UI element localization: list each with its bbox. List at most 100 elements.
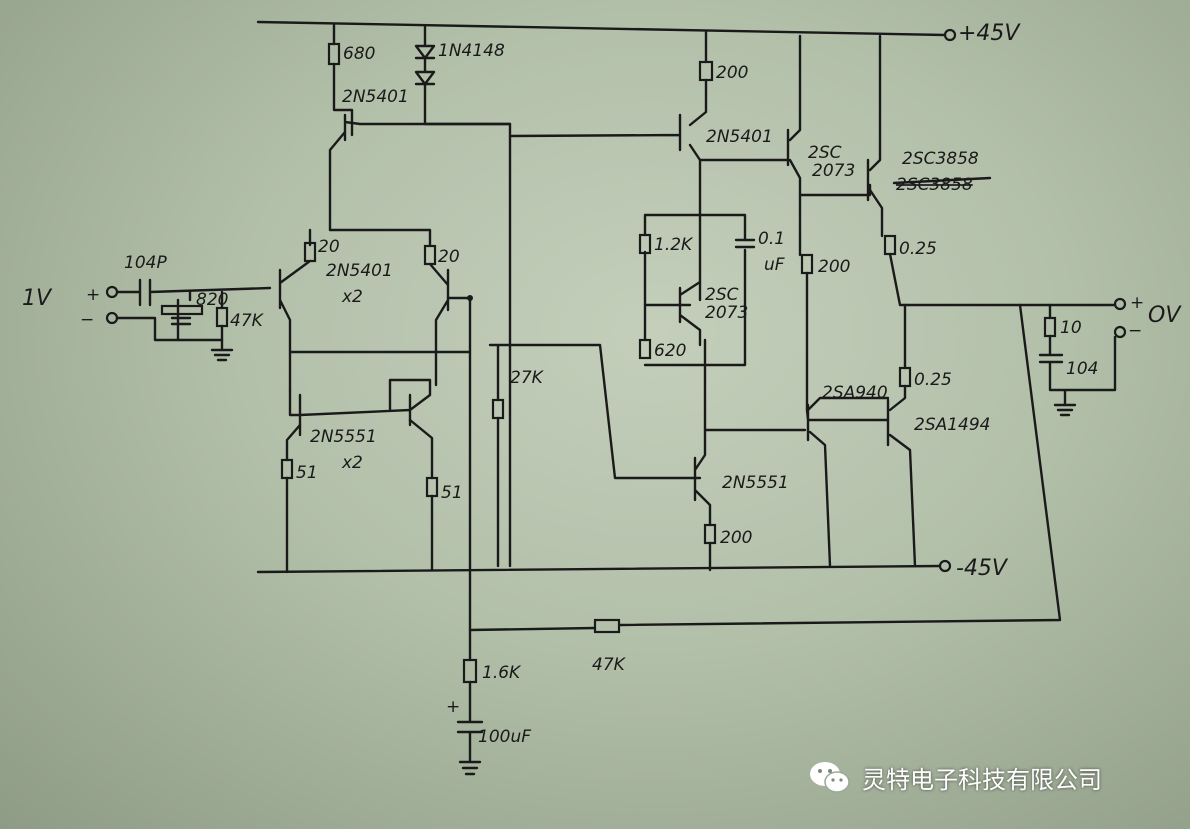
r025b-body bbox=[898, 366, 912, 388]
mirror-gnd bbox=[285, 476, 434, 574]
fb-main bbox=[468, 303, 1062, 632]
gnd-in bbox=[210, 348, 234, 362]
c01-label: 0.1 bbox=[758, 229, 785, 249]
vbe-box bbox=[643, 213, 747, 367]
q-out-pnp bbox=[886, 303, 917, 568]
c100u-body bbox=[456, 680, 484, 776]
c01-unit: uF bbox=[764, 255, 785, 275]
output-terminal-neg bbox=[1113, 325, 1127, 339]
positive-rail bbox=[256, 20, 947, 37]
r51a-label: 51 bbox=[296, 463, 318, 483]
r200-vas-body bbox=[703, 523, 717, 545]
node-diff bbox=[467, 295, 473, 301]
r12k-body bbox=[638, 233, 652, 255]
r20b-label: 20 bbox=[438, 247, 460, 267]
watermark: 灵特电子科技有限公司 bbox=[808, 757, 1102, 797]
out-node bbox=[888, 252, 1117, 307]
r27k-body bbox=[491, 398, 505, 420]
r680-body bbox=[327, 42, 341, 66]
mirror-wires bbox=[288, 350, 472, 437]
q-vbe-label: 2SC bbox=[705, 285, 739, 305]
q-mirror-count: x2 bbox=[341, 453, 363, 473]
c100u-plus: + bbox=[446, 697, 460, 717]
q-top-body bbox=[328, 113, 512, 232]
negative-rail bbox=[256, 564, 942, 574]
r20a-label: 20 bbox=[318, 237, 340, 257]
r47k-fb-label: 47K bbox=[592, 655, 627, 675]
q-diff-label: 2N5401 bbox=[326, 261, 393, 281]
r47k-fb-body bbox=[593, 618, 621, 634]
r620-body bbox=[638, 338, 652, 360]
negative-rail-label: -45V bbox=[956, 556, 1009, 581]
diode-1n4148 bbox=[414, 24, 436, 126]
r200-drv-body bbox=[800, 253, 814, 275]
q-diff-right bbox=[428, 262, 450, 387]
wechat-icon bbox=[810, 762, 850, 793]
q-drv-npn-label: 2SC bbox=[808, 143, 842, 163]
r200-top-label: 200 bbox=[716, 63, 748, 83]
c100u-label: 100uF bbox=[478, 727, 531, 747]
q-drv-npn bbox=[698, 34, 802, 257]
r200-vas-label: 200 bbox=[720, 528, 752, 548]
strike-line bbox=[892, 176, 992, 185]
r51b-body bbox=[425, 476, 439, 498]
negative-rail-terminal bbox=[938, 559, 952, 573]
q-out-npn-label: 2SC3858 bbox=[902, 149, 979, 169]
bias-bus bbox=[423, 122, 512, 568]
diff-out bbox=[446, 296, 472, 568]
wire-in-1 bbox=[115, 278, 272, 307]
input-label: 1V bbox=[22, 286, 53, 311]
output-plus: + bbox=[1130, 293, 1144, 313]
cap-in bbox=[170, 298, 192, 342]
c01-body bbox=[734, 238, 756, 249]
q-drv-npn-label2: 2073 bbox=[812, 161, 855, 181]
q-diff-left bbox=[278, 259, 312, 392]
output-label: OV bbox=[1148, 303, 1182, 328]
input-terminal-pos bbox=[105, 285, 119, 299]
c104-label: 104 bbox=[1066, 359, 1098, 379]
r10-label: 10 bbox=[1060, 318, 1082, 338]
input-minus: − bbox=[80, 310, 94, 330]
r16k-label: 1.6K bbox=[482, 663, 522, 683]
r820-body bbox=[160, 304, 204, 316]
drv-bias bbox=[798, 183, 872, 412]
q-top-label: 2N5401 bbox=[342, 87, 409, 107]
q-vbe bbox=[678, 280, 702, 347]
q-vas-pnp-label: 2N5401 bbox=[706, 127, 773, 147]
input-terminal-neg bbox=[105, 311, 119, 325]
r200-drv-label: 200 bbox=[818, 257, 850, 277]
r51b-label: 51 bbox=[441, 483, 463, 503]
r025b-label: 0.25 bbox=[914, 370, 952, 390]
r47k-in-body bbox=[215, 306, 229, 328]
zobel bbox=[1038, 303, 1117, 417]
q-out-npn-struck: 2SC3858 bbox=[896, 175, 973, 195]
output-minus: − bbox=[1128, 321, 1142, 341]
output-terminal-pos bbox=[1113, 297, 1127, 311]
mirror-emit bbox=[285, 418, 434, 480]
wire-680 bbox=[332, 22, 354, 137]
r20b-body bbox=[423, 244, 437, 266]
r820-label: 820 bbox=[196, 290, 228, 310]
wire-27k bbox=[488, 343, 702, 480]
watermark-text: 灵特电子科技有限公司 bbox=[862, 765, 1102, 794]
r27k-label: 27K bbox=[510, 368, 545, 388]
cin-label: 104P bbox=[124, 253, 167, 273]
r10-body bbox=[1043, 316, 1057, 338]
q-vas-pnp bbox=[508, 30, 708, 302]
r51a-body bbox=[280, 458, 294, 480]
q-drv-pnp-label: 2SA940 bbox=[822, 383, 888, 403]
r200-top-body bbox=[698, 60, 714, 82]
r025a-label: 0.25 bbox=[899, 239, 937, 259]
wire-in-2 bbox=[115, 316, 224, 352]
wire-in-3 bbox=[188, 290, 224, 342]
q-out-pnp-label: 2SA1494 bbox=[914, 415, 991, 435]
r025a-body bbox=[883, 234, 897, 256]
q-vas-npn-label: 2N5551 bbox=[722, 473, 789, 493]
input-plus: + bbox=[86, 285, 100, 305]
positive-rail-label: +45V bbox=[958, 21, 1021, 46]
r16k-body bbox=[462, 658, 478, 684]
r47k-in-label: 47K bbox=[230, 311, 265, 331]
q-mirror-label: 2N5551 bbox=[310, 427, 377, 447]
